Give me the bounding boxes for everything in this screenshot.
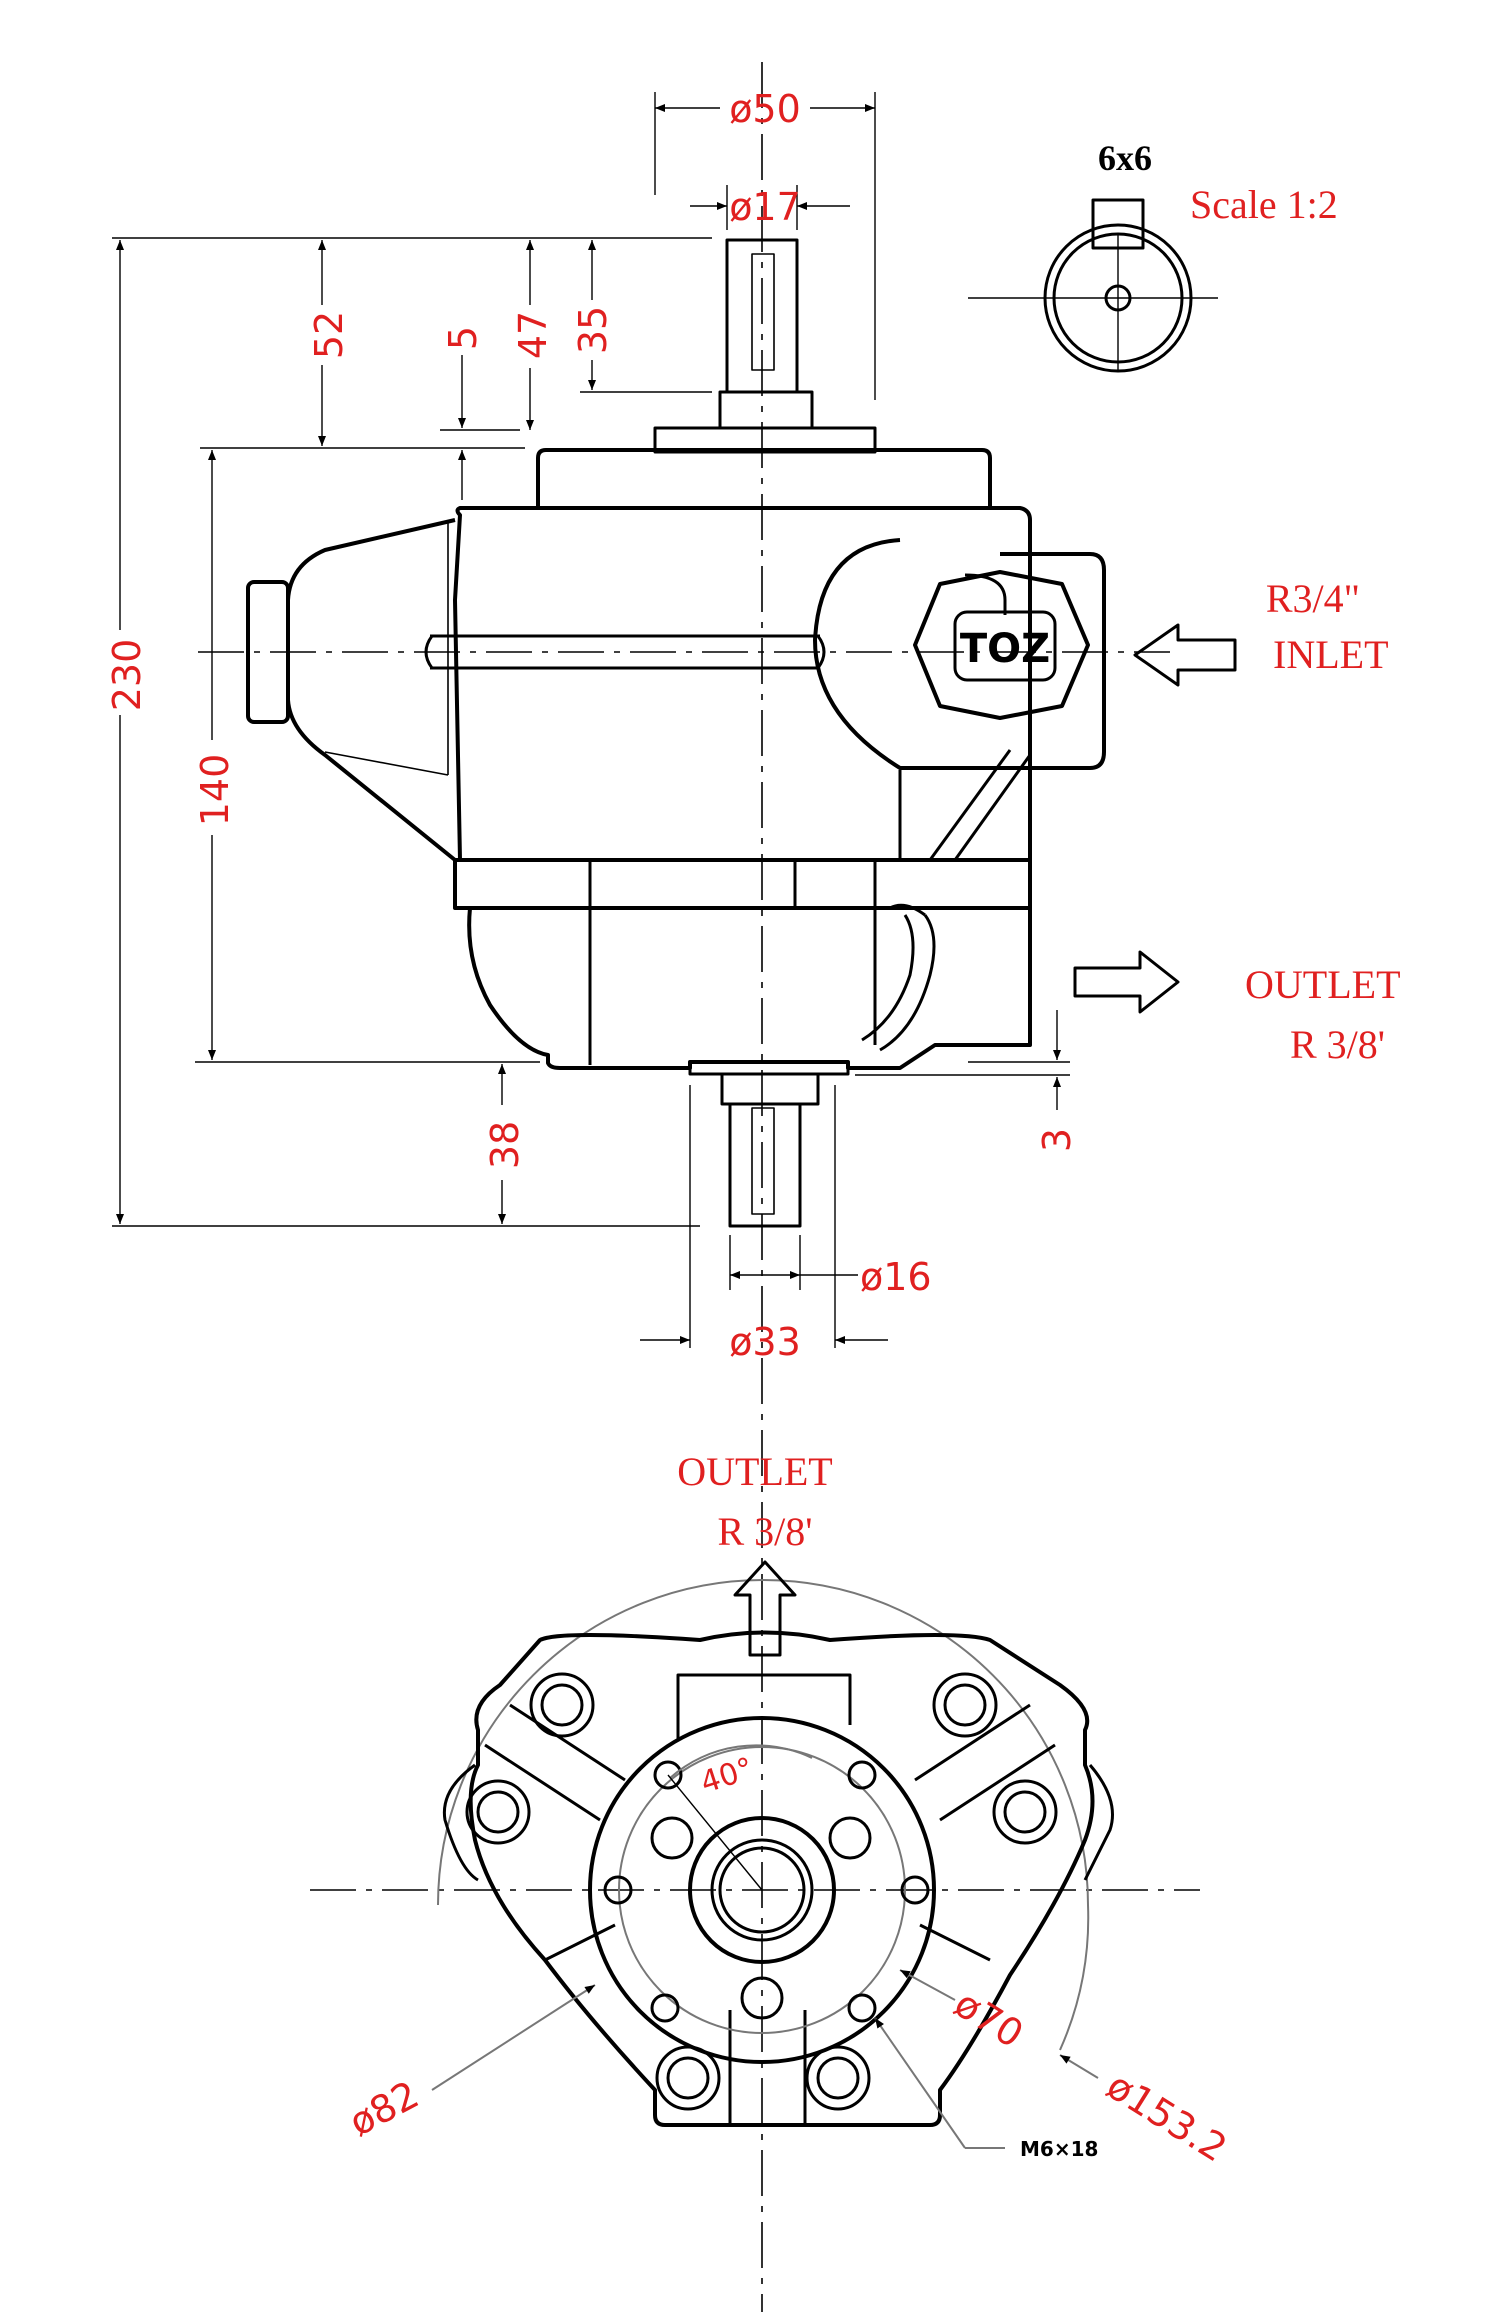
logo-text: TOZ — [960, 626, 1050, 672]
dim-35: 35 — [571, 306, 615, 354]
dim-d82: ø82 — [342, 2072, 426, 2144]
flange-holes — [603, 1760, 930, 2023]
dim-3: 3 — [1035, 1128, 1079, 1152]
lower-housing — [453, 858, 1032, 1070]
outlet-label-side: OUTLET — [1245, 962, 1401, 1007]
inlet-label: INLET — [1273, 632, 1389, 677]
dim-52: 52 — [307, 311, 351, 359]
bottom-shaft — [688, 1060, 850, 1228]
leader-lines — [431, 1969, 1099, 2149]
dim-47: 47 — [511, 311, 555, 359]
dim-d17: ø17 — [729, 185, 801, 229]
scale-label: Scale 1:2 — [1190, 182, 1338, 227]
outlet-arrow — [1073, 950, 1180, 1014]
outlet-label-bottom: OUTLET — [677, 1449, 833, 1494]
bolt-arms — [484, 1703, 1056, 2125]
dim-5: 5 — [441, 326, 485, 350]
bottom-view: OUTLET R 3/8' 40° ø82 ø70 ø153.2 M6×18 — [342, 1449, 1235, 2171]
extension-lines — [112, 92, 1070, 1348]
dim-d50: ø50 — [729, 87, 801, 131]
upper-housing: TOZ — [246, 448, 1106, 862]
dim-140: 140 — [193, 754, 237, 827]
center-lines — [198, 62, 1200, 2312]
mounting-holes — [465, 1672, 1058, 2111]
top-shaft — [653, 238, 877, 454]
outlet-arrow-up — [733, 1560, 797, 1657]
outlet-size-side: R 3/8' — [1290, 1022, 1385, 1067]
dim-d16: ø16 — [860, 1255, 932, 1299]
dim-d33: ø33 — [729, 1320, 801, 1364]
key-size: 6x6 — [1098, 138, 1152, 178]
dimension-labels: ø50 ø17 230 52 5 47 35 140 38 3 ø16 ø33 — [105, 87, 1079, 1364]
outlet-size-bottom: R 3/8' — [718, 1509, 813, 1554]
inlet-arrow — [1133, 623, 1237, 687]
bolt-spec: M6×18 — [1020, 2137, 1098, 2161]
key-detail: 6x6 Scale 1:2 — [968, 138, 1338, 373]
dim-d153: ø153.2 — [1099, 2063, 1234, 2170]
dim-d70: ø70 — [947, 1981, 1031, 2056]
dimension-lines — [116, 104, 1061, 1344]
dim-230: 230 — [105, 639, 149, 712]
dim-38: 38 — [483, 1121, 527, 1169]
side-view: TOZ — [105, 87, 1401, 1364]
inlet-size: R3/4" — [1266, 576, 1360, 621]
